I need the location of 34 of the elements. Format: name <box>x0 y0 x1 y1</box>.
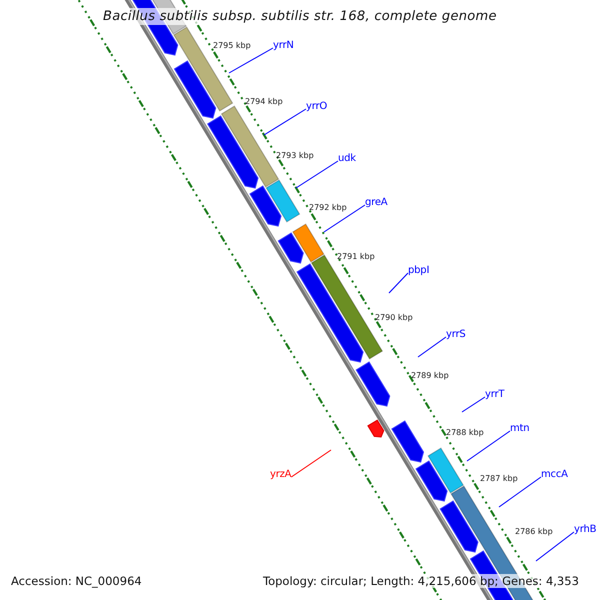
tick-label: 2790 kbp <box>375 313 413 322</box>
accession-text: Accession: NC_000964 <box>10 574 143 588</box>
gene-label: yrhB <box>574 524 596 535</box>
leader-line <box>498 476 542 508</box>
gene-label: mccA <box>541 469 568 480</box>
leader-line <box>462 396 486 412</box>
tick-label: 2795 kbp <box>213 41 251 50</box>
gene-label: mtn <box>510 423 530 434</box>
leader-line <box>466 430 510 462</box>
tick-label: 2794 kbp <box>245 97 283 106</box>
leader-line <box>290 450 332 478</box>
tick-label: 2788 kbp <box>446 428 484 437</box>
gene-label: pbpI <box>408 265 430 276</box>
tick-label: 2792 kbp <box>309 203 347 212</box>
tick-label: 2786 kbp <box>515 527 553 536</box>
gene-label: udk <box>338 153 356 164</box>
gene-label: yrrS <box>446 329 466 340</box>
tick-label: 2789 kbp <box>411 371 449 380</box>
leader-line <box>228 48 274 74</box>
gene-label: yrrO <box>306 101 328 112</box>
leader-line <box>536 532 574 562</box>
leader-line <box>388 272 408 294</box>
tick-label: 2787 kbp <box>480 474 518 483</box>
leader-line <box>324 204 366 232</box>
gene-label: greA <box>365 197 388 208</box>
leader-line <box>264 108 306 136</box>
leader-line <box>296 160 338 188</box>
gene-label: yrrT <box>485 389 504 400</box>
genome-stats-text: Topology: circular; Length: 4,215,606 bp; Genes: 4,353 <box>262 574 580 588</box>
gene-label: yrrN <box>273 40 294 51</box>
tick-label: 2793 kbp <box>276 151 314 160</box>
tick-label: 2791 kbp <box>337 252 375 261</box>
gene-label: yrzA <box>270 469 292 480</box>
leader-line <box>418 336 446 358</box>
